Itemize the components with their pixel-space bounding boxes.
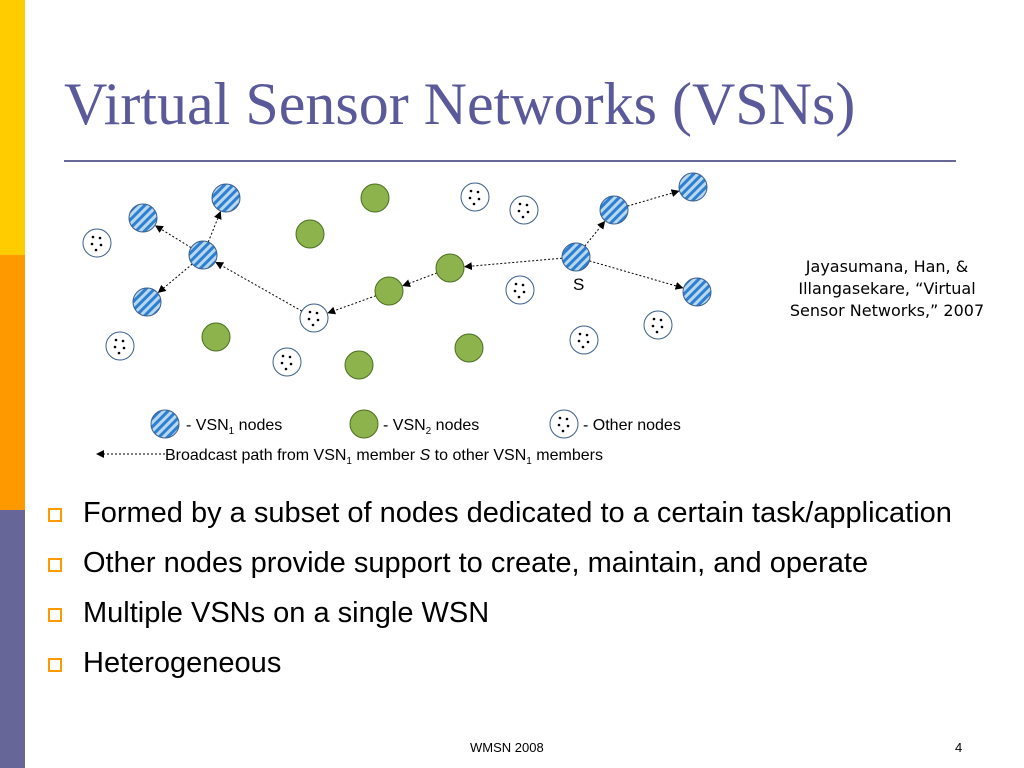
vsn2-node xyxy=(295,219,325,249)
bullet-item: Multiple VSNs on a single WSN xyxy=(48,594,1018,632)
other-node xyxy=(509,195,539,225)
broadcast-path-arrow xyxy=(584,220,606,247)
legend-path: Broadcast path from VSN1 member S to oth… xyxy=(165,447,603,467)
square-bullet-icon xyxy=(48,608,62,622)
vsn1-node xyxy=(682,277,712,307)
citation-line: Sensor Networks,” 2007 xyxy=(789,301,985,320)
other-node xyxy=(460,182,490,212)
broadcast-path-arrow xyxy=(402,272,438,287)
vsn2-node xyxy=(435,253,465,283)
vsn1-node xyxy=(132,287,162,317)
legend-vsn2: - VSN2 nodes xyxy=(383,417,479,437)
accent-bar-orange xyxy=(0,255,25,510)
accent-bar-yellow xyxy=(0,0,25,255)
legend: - VSN1 nodes - VSN2 nodes - Other nodes … xyxy=(96,409,681,467)
square-bullet-icon xyxy=(48,658,62,672)
citation-line: Illangasekare, “Virtual xyxy=(798,279,976,298)
broadcast-path-arrow xyxy=(157,263,193,293)
slide-title: Virtual Sensor Networks (VSNs) xyxy=(64,71,856,137)
broadcast-path-arrow xyxy=(627,189,680,207)
citation: Jayasumana, Han, & Illangasekare, “Virtu… xyxy=(760,256,1014,322)
other-node xyxy=(272,347,302,377)
vsn1-node xyxy=(128,203,158,233)
vsn1-node xyxy=(678,172,708,202)
bullet-item: Other nodes provide support to create, m… xyxy=(48,544,1018,582)
vsn2-node xyxy=(454,333,484,363)
other-node xyxy=(105,331,135,361)
other-node xyxy=(299,303,329,333)
vsn2-node xyxy=(374,276,404,306)
legend-vsn1: - VSN1 nodes xyxy=(186,417,282,437)
vsn1-node xyxy=(561,242,591,272)
vsn1-node xyxy=(211,183,241,213)
slide-number: 4 xyxy=(955,740,963,755)
other-node xyxy=(569,325,599,355)
accent-bar-purple xyxy=(0,510,25,768)
vsn2-node xyxy=(360,183,390,213)
other-node xyxy=(505,275,535,305)
broadcast-path-arrow xyxy=(154,225,192,249)
vsn1-node xyxy=(188,240,218,270)
vsn1-node xyxy=(599,195,629,225)
vsn2-node xyxy=(201,322,231,352)
bullet-item: Heterogeneous xyxy=(48,644,1018,682)
footer-label: WMSN 2008 xyxy=(470,740,544,755)
title-underline xyxy=(64,160,956,162)
broadcast-path-arrow xyxy=(207,210,222,243)
other-node xyxy=(82,228,112,258)
bullet-list: Formed by a subset of nodes dedicated to… xyxy=(48,494,1018,694)
broadcast-path-arrow xyxy=(327,295,376,315)
broadcast-path-arrow xyxy=(463,257,563,271)
source-node-label: S xyxy=(573,275,584,294)
sensor-nodes xyxy=(82,172,712,380)
legend-vsn2-icon xyxy=(349,409,379,439)
square-bullet-icon xyxy=(48,508,62,522)
legend-other: - Other nodes xyxy=(583,417,681,434)
broadcast-path-arrow xyxy=(589,260,684,290)
vsn2-node xyxy=(344,350,374,380)
bullet-item: Formed by a subset of nodes dedicated to… xyxy=(48,494,1018,532)
broadcast-path-arrow xyxy=(215,261,303,312)
other-node xyxy=(643,310,673,340)
square-bullet-icon xyxy=(48,558,62,572)
legend-vsn1-icon xyxy=(150,409,180,439)
broadcast-path-edges xyxy=(154,189,684,315)
legend-other-icon xyxy=(549,409,579,439)
citation-line: Jayasumana, Han, & xyxy=(805,257,969,276)
legend-icons xyxy=(150,409,579,439)
